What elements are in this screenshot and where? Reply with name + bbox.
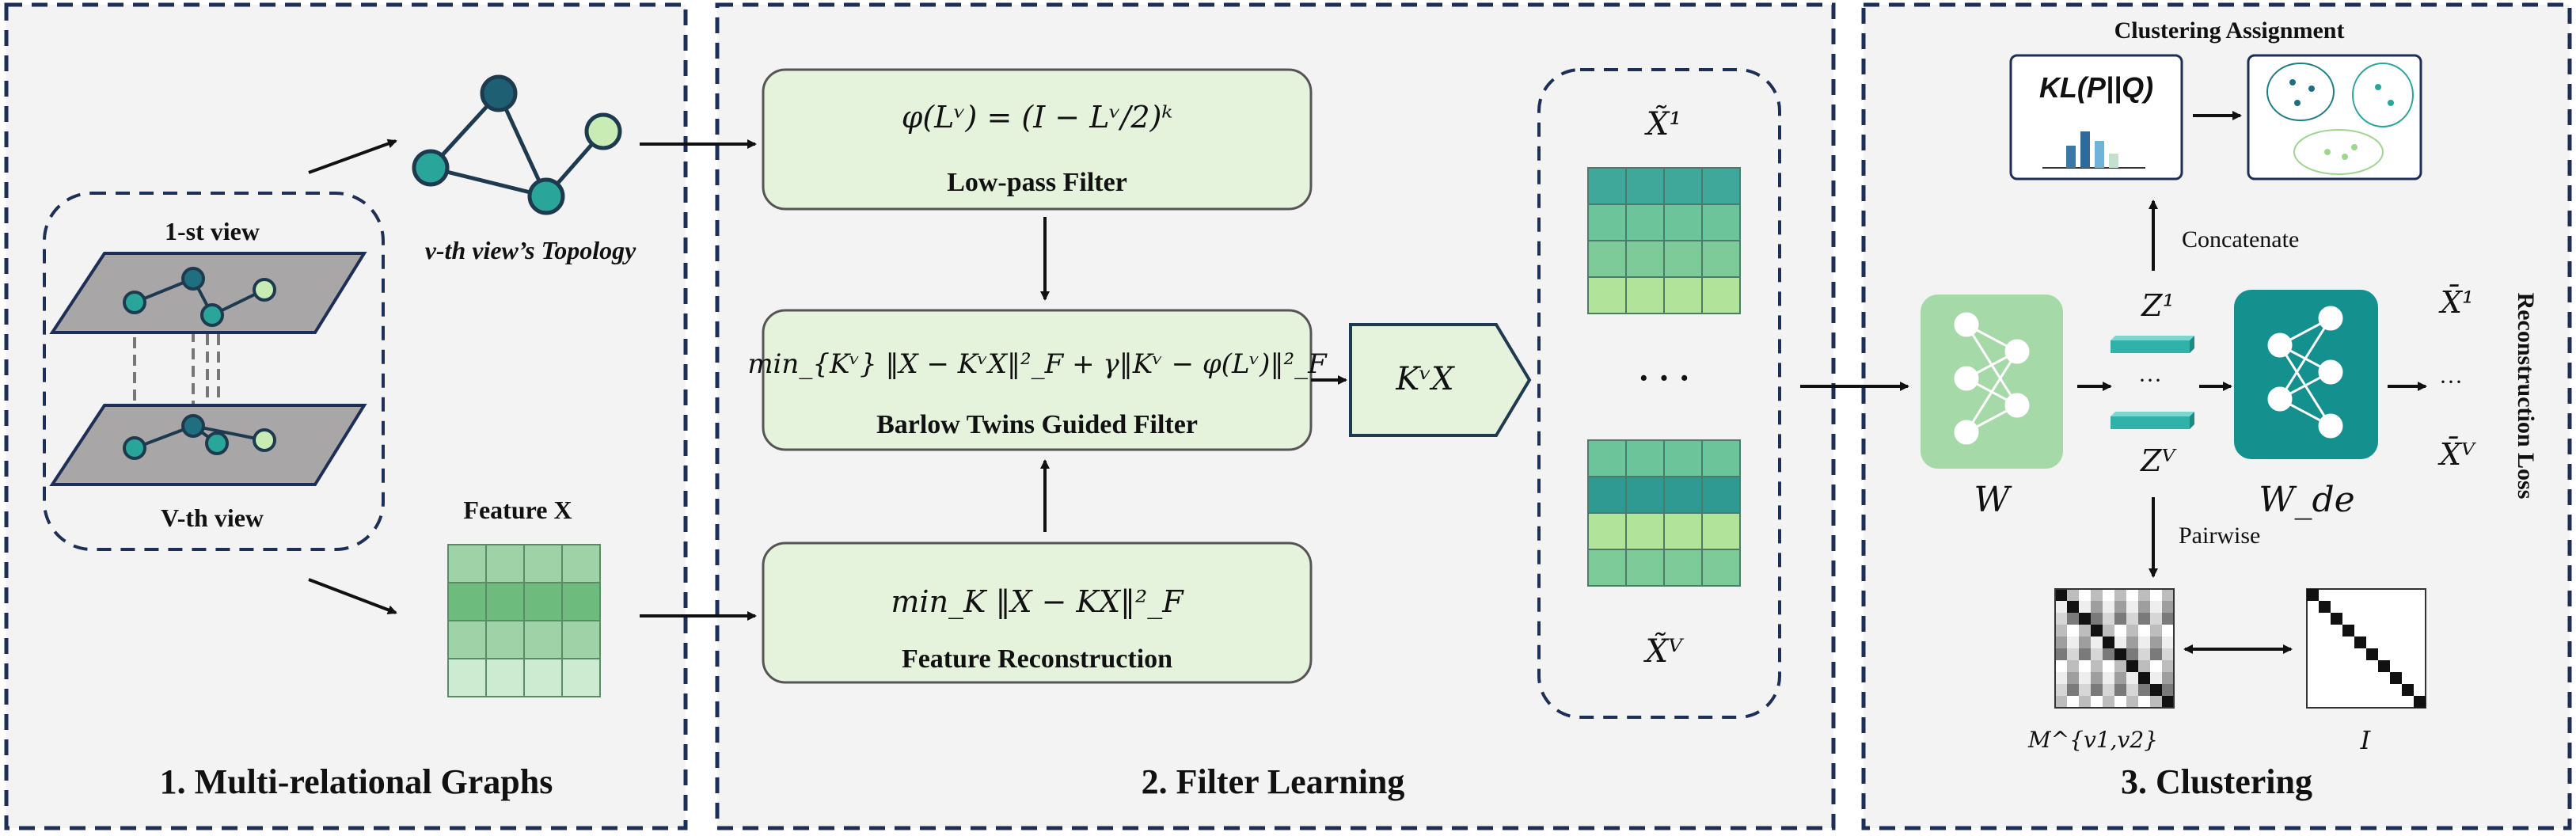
identity-matrix	[2306, 588, 2426, 709]
encoder-label: W	[1974, 480, 2010, 520]
feature-label: Feature X	[463, 496, 572, 524]
feature-matrix	[447, 544, 601, 697]
kl-label: KL(P||Q)	[2038, 71, 2154, 104]
barlow-equation: min_{Kᵛ} ‖X − KᵛX‖²_F + γ‖Kᵛ − φ(Lᵛ)‖²_F	[747, 348, 1327, 380]
kl-box	[2009, 54, 2183, 180]
topology-label: v-th view’s Topology	[424, 236, 636, 264]
filtered-features-container	[1537, 68, 1781, 719]
pairwise-label: Pairwise	[2179, 522, 2261, 549]
arrow-to-topology	[308, 139, 397, 174]
filtered-matrix-v	[1587, 439, 1741, 587]
xbar-1-label: X̄¹	[2440, 285, 2475, 320]
panel-clustering-title: 3. Clustering	[2121, 762, 2312, 801]
concatenate-label: Concatenate	[2182, 226, 2300, 253]
panel-graphs-title: 1. Multi-relational Graphs	[159, 762, 553, 801]
decoder-network-icon	[2267, 306, 2343, 439]
decoder-label: W_de	[2259, 480, 2355, 520]
i-matrix-label: I	[2360, 725, 2371, 755]
filtered-matrix-1	[1587, 167, 1741, 314]
zv-label: Zⱽ	[2141, 443, 2175, 478]
clustering-assignment-title: Clustering Assignment	[2114, 17, 2345, 44]
views-container	[43, 192, 385, 551]
m-similarity-matrix	[2054, 588, 2175, 709]
kvx-label: KᵛX	[1396, 361, 1454, 397]
barlow-label: Barlow Twins Guided Filter	[876, 410, 1198, 439]
vth-view-label: V-th view	[160, 504, 264, 532]
filtered-dots: · · ·	[1637, 359, 1691, 397]
cluster-icons	[2266, 63, 2414, 175]
recon-box	[762, 542, 1313, 684]
lowpass-label: Low-pass Filter	[947, 168, 1127, 197]
latent-zv	[2111, 412, 2194, 429]
xbar-v-label: X̄ⱽ	[2439, 437, 2475, 472]
panel-filter-title: 2. Filter Learning	[1141, 762, 1405, 801]
lowpass-box	[762, 68, 1313, 211]
reconstruction-loss-label: Reconstruction Loss	[2513, 292, 2539, 500]
first-view-label: 1-st view	[165, 217, 260, 245]
z-dots: ···	[2138, 367, 2162, 393]
xbar-dots: ···	[2439, 369, 2463, 395]
lowpass-equation: φ(Lᵛ) = (I − Lᵛ/2)ᵏ	[901, 100, 1173, 135]
encoder-network-icon	[1954, 312, 2030, 445]
decoder-block	[2234, 290, 2378, 459]
encoder-block	[1921, 294, 2063, 469]
kvx-shape	[1349, 323, 1532, 437]
first-view-graph	[123, 267, 276, 327]
x-tilde-1-label: X̃¹	[1646, 106, 1682, 142]
recon-label: Feature Reconstruction	[901, 644, 1173, 674]
topology-graph	[412, 74, 622, 215]
x-tilde-v-label: X̃ⱽ	[1645, 633, 1683, 670]
z1-label: Z¹	[2141, 288, 2175, 323]
recon-equation: min_K ‖X − KX‖²_F	[891, 584, 1184, 619]
arrow-to-feature	[308, 578, 397, 615]
latent-z1	[2111, 336, 2194, 353]
vth-view-graph	[123, 414, 276, 460]
m-matrix-label: M^{v1,v2}	[2028, 727, 2158, 753]
kl-histogram-icon	[2042, 131, 2145, 169]
